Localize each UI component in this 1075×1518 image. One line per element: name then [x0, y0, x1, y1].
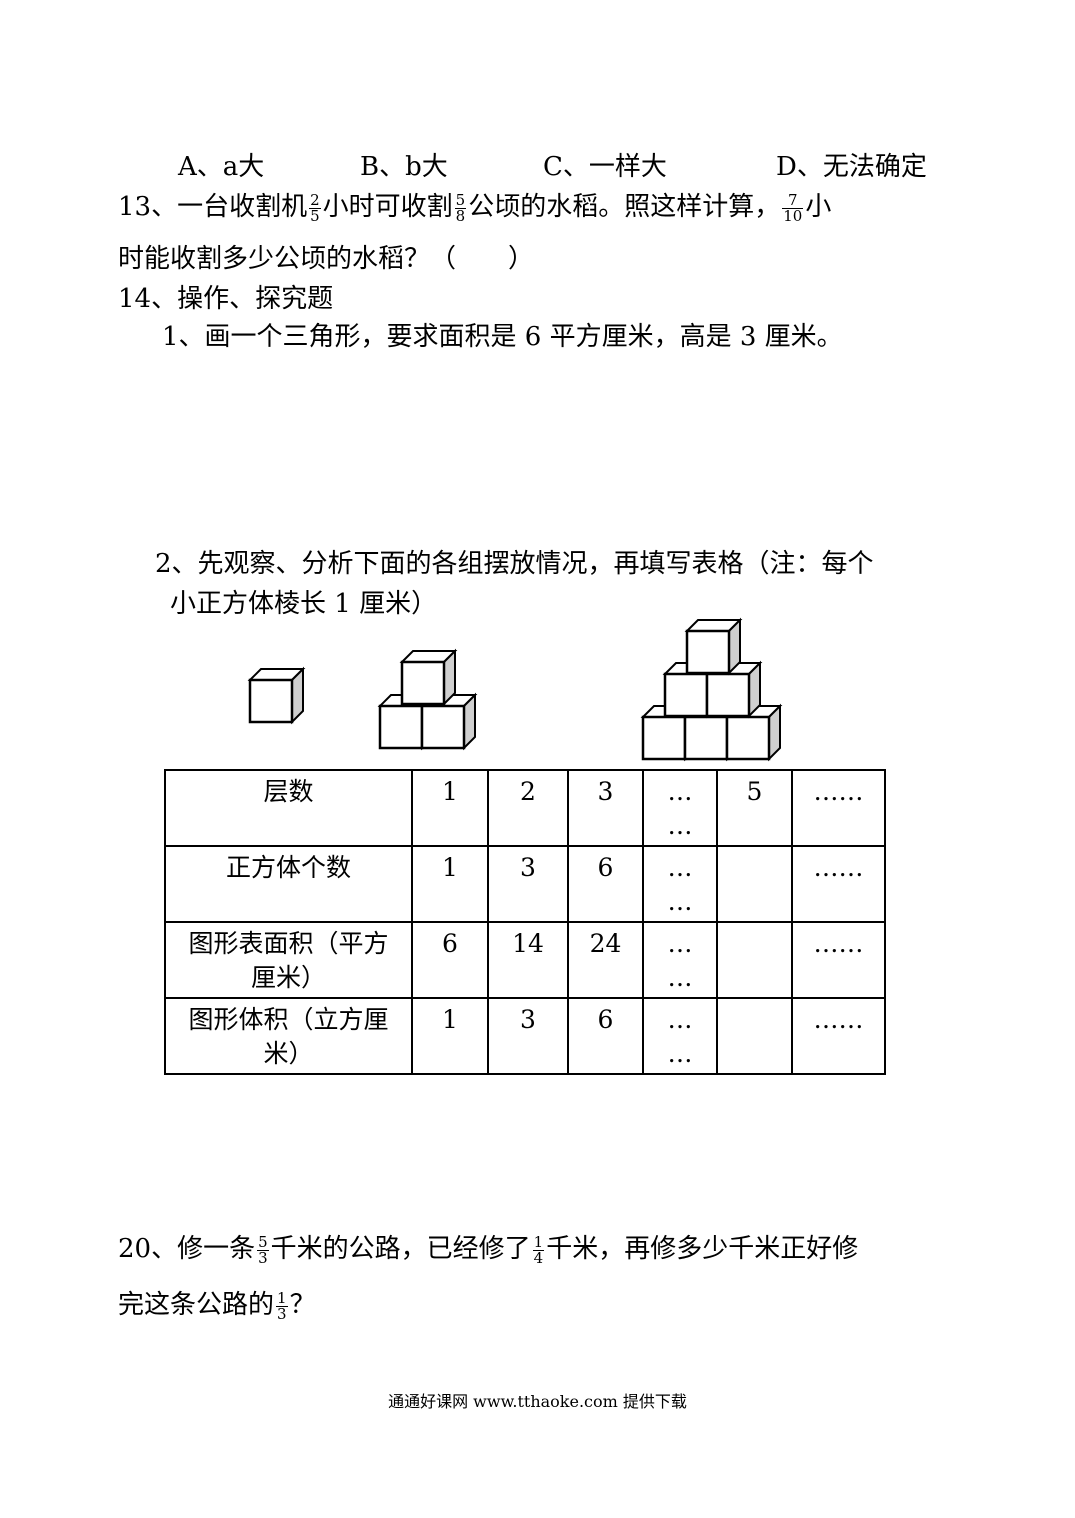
table-cell: 1: [411, 845, 489, 923]
table-cell: ……: [791, 997, 886, 1075]
option-b: B、b大: [360, 152, 448, 182]
table-cell: … …: [642, 845, 718, 923]
table-cell: 3: [487, 845, 569, 923]
q20-line2-end: ？: [289, 1290, 316, 1320]
table-cell: [716, 921, 793, 999]
row-label: 正方体个数: [164, 845, 413, 923]
q13-end1: 小: [805, 192, 832, 222]
cube-group: [247, 617, 783, 762]
q13-mid2: 公顷的水稻。照这样计算，: [468, 192, 781, 222]
q20-line2-prefix: 完这条公路的: [118, 1290, 275, 1320]
table-cell: ……: [791, 769, 886, 847]
frac-num: 1: [532, 1232, 545, 1251]
row-label: 图形表面积（平方 厘米）: [164, 921, 413, 999]
cube: [684, 617, 743, 676]
frac-num: 7: [782, 192, 804, 209]
table-cell: 3: [567, 769, 644, 847]
cube-stacks-illustration: [247, 617, 783, 762]
q20-prefix: 20、修一条: [118, 1234, 256, 1264]
frac-den: 3: [258, 1248, 268, 1267]
q13-mid1: 小时可收割: [322, 192, 453, 222]
table-cell: 5: [716, 769, 793, 847]
question-14-item2-line1: 2、先观察、分析下面的各组摆放情况，再填写表格（注：每个: [155, 549, 874, 579]
footer-credit: 通通好课网 www.tthaoke.com 提供下载: [388, 1392, 687, 1411]
frac-num: 2: [309, 190, 321, 209]
question-14-item1: 1、画一个三角形，要求面积是 6 平方厘米，高是 3 厘米。: [162, 322, 843, 352]
frac-num: 5: [257, 1232, 269, 1251]
table-cell: 24: [567, 921, 644, 999]
option-d: D、无法确定: [776, 152, 927, 182]
table-cell: [716, 997, 793, 1075]
table-cell: 6: [567, 845, 644, 923]
table-cell: … …: [642, 769, 718, 847]
table-cell: ……: [791, 921, 886, 999]
row-label: 层数: [164, 769, 413, 847]
question-14-item2-line2: 小正方体棱长 1 厘米）: [170, 589, 438, 619]
table-cell: … …: [642, 921, 718, 999]
table-cell: 1: [411, 769, 489, 847]
frac-den: 10: [783, 206, 803, 225]
frac-den: 4: [533, 1248, 544, 1267]
row-label: 图形体积（立方厘 米）: [164, 997, 413, 1075]
table-cell: [716, 845, 793, 923]
q20-mid1: 千米的公路，已经修了: [270, 1234, 531, 1264]
frac-den: 5: [310, 206, 320, 225]
q20-mid2: 千米，再修多少千米正好修: [546, 1234, 859, 1264]
frac-den: 3: [277, 1304, 287, 1323]
cube: [399, 648, 458, 707]
table-cell: 3: [487, 997, 569, 1075]
question-14-title: 14、操作、探究题: [118, 284, 334, 314]
cube: [247, 666, 306, 725]
table-cell: 2: [487, 769, 569, 847]
option-a: A、a大: [178, 152, 265, 182]
table-cell: 6: [567, 997, 644, 1075]
frac-den: 8: [455, 206, 466, 225]
table-cell: ……: [791, 845, 886, 923]
table-cell: 1: [411, 997, 489, 1075]
frac-num: 5: [454, 190, 467, 209]
table-cell: 14: [487, 921, 569, 999]
option-c: C、一样大: [543, 152, 667, 182]
frac-num: 1: [276, 1288, 288, 1307]
question-13-line2: 时能收割多少公顷的水稻？（ ）: [118, 244, 535, 274]
table-cell: … …: [642, 997, 718, 1075]
q13-prefix: 13、一台收割机: [118, 192, 308, 222]
table-cell: 6: [411, 921, 489, 999]
